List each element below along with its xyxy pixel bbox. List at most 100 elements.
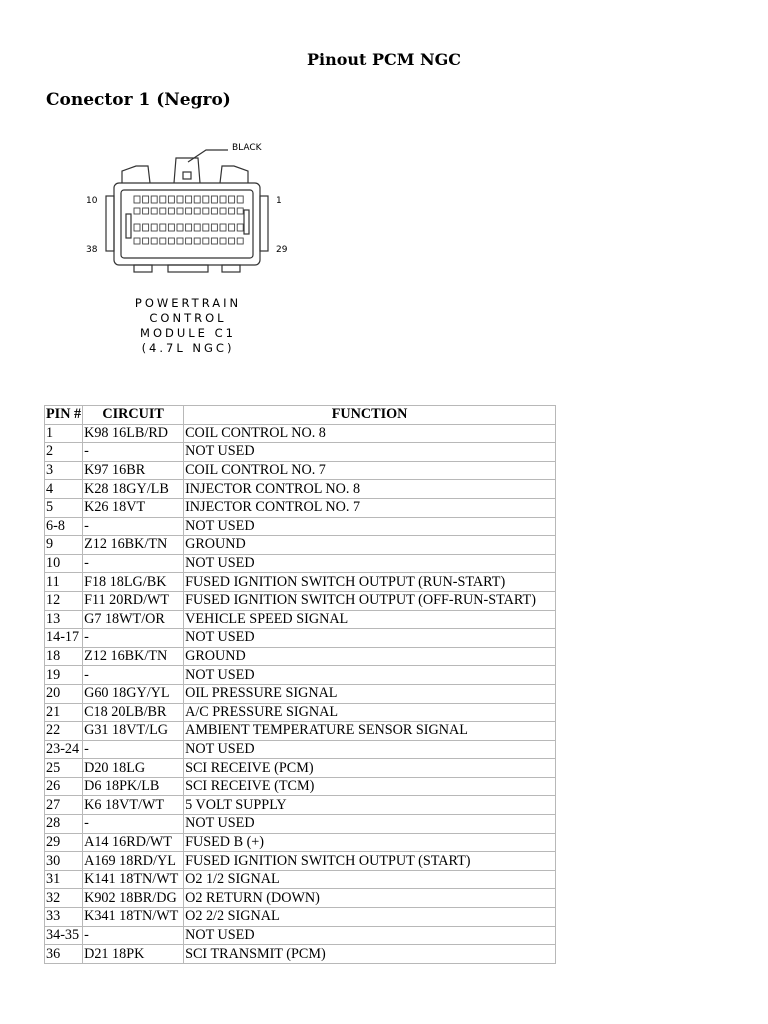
circuit-cell: Z12 16BK/TN: [82, 646, 185, 667]
pin-cavity: [202, 223, 210, 232]
pin-cell: 18: [43, 646, 84, 667]
table-row: 2-NOT USED: [43, 442, 557, 462]
pin-cavity: [219, 237, 227, 245]
pin-cell: 10: [43, 553, 84, 574]
function-cell: NOT USED: [183, 814, 557, 834]
function-cell: SCI TRANSMIT (PCM): [183, 944, 557, 964]
pin-cell: 1: [43, 423, 84, 444]
pin-cavity: [150, 237, 158, 245]
circuit-cell: K98 16LB/RD: [82, 423, 185, 444]
pin-cavity: [219, 195, 227, 204]
circuit-cell: G60 18GY/YL: [82, 683, 185, 704]
function-cell: NOT USED: [183, 516, 557, 537]
pin-cell: 14-17: [43, 628, 84, 648]
pin-cell: 4: [43, 479, 84, 499]
pin-cell: 5: [43, 497, 84, 518]
pin-cavity: [228, 223, 236, 232]
function-cell: 5 VOLT SUPPLY: [183, 795, 557, 816]
color-label: BLACK: [232, 143, 262, 153]
table-header-row: PIN # CIRCUIT FUNCTION: [43, 405, 557, 425]
function-cell: NOT USED: [183, 665, 557, 685]
pin-cavity: [185, 237, 193, 245]
document-title: Pinout PCM NGC: [306, 50, 462, 69]
pin-cell: 12: [43, 590, 84, 611]
pin-cavity: [236, 207, 244, 215]
circuit-cell: K28 18GY/LB: [82, 479, 185, 499]
pin-cavity: [167, 237, 175, 245]
circuit-cell: A169 18RD/YL: [82, 851, 185, 871]
pin-cavity: [176, 223, 184, 232]
pin-cell: 25: [43, 758, 84, 778]
pin-cavity: [202, 207, 210, 215]
pin-label-38: 38: [86, 245, 98, 255]
pin-cavity: [228, 237, 236, 245]
table-row: 19-NOT USED: [43, 665, 557, 685]
pin-cavity: [142, 223, 150, 232]
circuit-cell: Z12 16BK/TN: [82, 535, 185, 555]
function-cell: O2 1/2 SIGNAL: [183, 869, 557, 890]
function-cell: INJECTOR CONTROL NO. 8: [183, 479, 557, 499]
function-cell: SCI RECEIVE (TCM): [183, 776, 557, 797]
circuit-cell: -: [82, 739, 185, 760]
pin-cavity: [159, 195, 167, 204]
pin-cell: 32: [43, 888, 84, 909]
pin-cavity: [133, 207, 141, 215]
pin-cavity: [193, 237, 201, 245]
circuit-cell: G31 18VT/LG: [82, 721, 185, 741]
function-cell: NOT USED: [183, 925, 557, 946]
pin-cavity: [150, 223, 158, 232]
function-cell: A/C PRESSURE SIGNAL: [183, 702, 557, 723]
pin-cavity: [142, 195, 150, 204]
pin-cavity: [210, 223, 218, 232]
circuit-cell: -: [82, 814, 185, 834]
circuit-cell: K341 18TN/WT: [82, 907, 185, 927]
function-cell: O2 RETURN (DOWN): [183, 888, 557, 909]
pin-cell: 23-24: [43, 739, 84, 760]
function-cell: SCI RECEIVE (PCM): [183, 758, 557, 778]
pin-cavity: [236, 223, 244, 232]
table-row: 10-NOT USED: [43, 553, 557, 574]
function-cell: NOT USED: [183, 739, 557, 760]
pin-cavity: [159, 237, 167, 245]
pin-cavity: [193, 207, 201, 215]
connector-drawing: [105, 149, 269, 273]
pin-label-10: 10: [86, 196, 98, 206]
pin-cavity: [193, 195, 201, 204]
pin-cell: 2: [43, 442, 84, 462]
pin-label-1: 1: [276, 196, 282, 206]
pin-cell: 6-8: [43, 516, 84, 537]
function-cell: FUSED IGNITION SWITCH OUTPUT (RUN-START): [183, 572, 557, 592]
function-cell: FUSED B (+): [183, 832, 557, 853]
circuit-cell: -: [82, 925, 185, 946]
circuit-cell: C18 20LB/BR: [82, 702, 185, 723]
function-cell: COIL CONTROL NO. 7: [183, 460, 557, 481]
pin-cavity: [193, 223, 201, 232]
column-header-pin: PIN #: [43, 405, 84, 425]
pin-cavity: [133, 195, 141, 204]
connector-heading: Conector 1 (Negro): [46, 90, 231, 110]
module-caption: POWERTRAIN CONTROL MODULE C1 (4.7L NGC): [120, 296, 256, 356]
circuit-cell: K6 18VT/WT: [82, 795, 185, 816]
function-cell: NOT USED: [183, 442, 557, 462]
pin-cell: 26: [43, 776, 84, 797]
pin-cell: 3: [43, 460, 84, 481]
pin-cell: 36: [43, 944, 84, 964]
pin-cell: 11: [43, 572, 84, 592]
pin-cell: 27: [43, 795, 84, 816]
pin-cell: 21: [43, 702, 84, 723]
